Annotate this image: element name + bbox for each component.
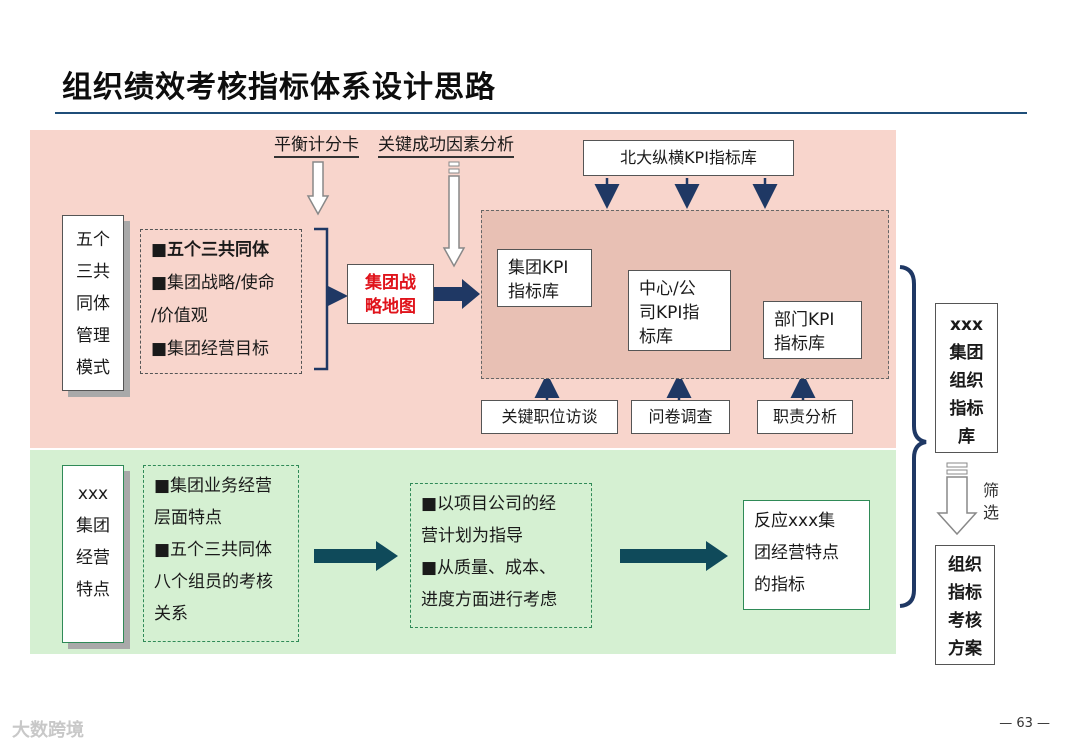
result-line: 团经营特点	[754, 543, 839, 563]
watermark-logo: 大数跨境	[12, 720, 84, 741]
assessment-plan-box: 组织 指标 考核 方案	[935, 545, 995, 665]
bullet-item: ■集团战略/使命	[151, 273, 275, 293]
bullet-item: ■从质量、成本、	[421, 558, 557, 578]
library-line: 指标	[949, 399, 984, 419]
strategy-map-box: 集团战 略地图	[347, 264, 434, 324]
kpi-library-box: 北大纵横KPI指标库	[583, 140, 794, 176]
mode-line: 管理	[76, 326, 110, 346]
library-line: 库	[958, 427, 975, 447]
guidance-bullets: ■以项目公司的经 营计划为指导 ■从质量、成本、 进度方面进行考虑	[410, 483, 592, 628]
kpi-line: 标库	[639, 327, 673, 347]
source-duty-analysis: 职责分析	[757, 400, 853, 434]
bullet-item: 营计划为指导	[421, 526, 523, 546]
library-line: xxx	[950, 315, 983, 335]
page-title: 组织绩效考核指标体系设计思路	[62, 70, 496, 105]
mode-line: 同体	[76, 294, 110, 314]
strategy-bullets: ■五个三共同体 ■集团战略/使命 /价值观 ■集团经营目标	[140, 229, 302, 374]
feature-line: 特点	[76, 580, 110, 600]
mode-line: 模式	[76, 358, 110, 378]
method-bsc-label: 平衡计分卡	[274, 134, 359, 158]
filter-label: 筛 选	[983, 480, 999, 524]
kpi-line: 指标库	[508, 282, 559, 302]
kpi-line: 司KPI指	[639, 303, 700, 323]
feature-line: 经营	[76, 548, 110, 568]
source-survey: 问卷调查	[631, 400, 730, 434]
bullet-item: 关系	[154, 604, 188, 624]
bullet-item: ■集团经营目标	[151, 339, 270, 359]
plan-line: 考核	[948, 611, 982, 631]
filter-arrow-stripe-1	[946, 462, 968, 468]
kpi-line: 指标库	[774, 334, 825, 354]
management-mode-box: 五个 三共 同体 管理 模式	[62, 215, 124, 391]
right-brace	[899, 265, 927, 608]
bullet-item: 八个组员的考核	[154, 572, 273, 592]
filter-arrow	[936, 476, 978, 536]
library-line: 集团	[949, 343, 984, 363]
plan-line: 指标	[948, 583, 982, 603]
bullet-item: 进度方面进行考虑	[421, 590, 557, 610]
business-feature-box: xxx 集团 经营 特点	[62, 465, 124, 643]
bullet-item: ■五个三共同体	[154, 540, 273, 560]
filter-char: 筛	[983, 481, 1000, 500]
plan-line: 方案	[948, 639, 982, 659]
method-csf-label: 关键成功因素分析	[378, 134, 514, 158]
bullet-item: ■以项目公司的经	[421, 494, 557, 514]
bullet-item: /价值观	[151, 306, 208, 326]
bullet-item: ■集团业务经营	[154, 476, 273, 496]
result-indicator-box: 反应xxx集 团经营特点 的指标	[743, 500, 870, 610]
bullet-item: ■五个三共同体	[151, 240, 270, 260]
kpi-center-box: 中心/公 司KPI指 标库	[628, 270, 731, 351]
mode-line: 五个	[76, 230, 110, 250]
indicator-library-box: xxx 集团 组织 指标 库	[935, 303, 998, 453]
page-number: — 63 —	[999, 716, 1050, 731]
plan-line: 组织	[948, 555, 982, 575]
strategy-map-line: 略地图	[365, 297, 416, 317]
business-bullets: ■集团业务经营 层面特点 ■五个三共同体 八个组员的考核 关系	[143, 465, 299, 642]
bullet-item: 层面特点	[154, 508, 222, 528]
mode-line: 三共	[76, 262, 110, 282]
filter-arrow-stripe-2	[946, 469, 968, 475]
filter-char: 选	[983, 503, 1000, 522]
kpi-dept-box: 部门KPI 指标库	[763, 301, 862, 359]
strategy-map-line: 集团战	[365, 273, 416, 293]
result-line: 的指标	[754, 575, 805, 595]
title-divider	[55, 112, 1027, 114]
kpi-line: 中心/公	[639, 279, 696, 299]
kpi-line: 部门KPI	[774, 310, 835, 330]
feature-line: 集团	[76, 516, 110, 536]
kpi-line: 集团KPI	[508, 258, 569, 278]
kpi-group-box: 集团KPI 指标库	[497, 249, 592, 307]
result-line: 反应xxx集	[754, 511, 836, 531]
feature-line: xxx	[77, 484, 109, 504]
library-line: 组织	[949, 371, 984, 391]
source-interview: 关键职位访谈	[481, 400, 618, 434]
